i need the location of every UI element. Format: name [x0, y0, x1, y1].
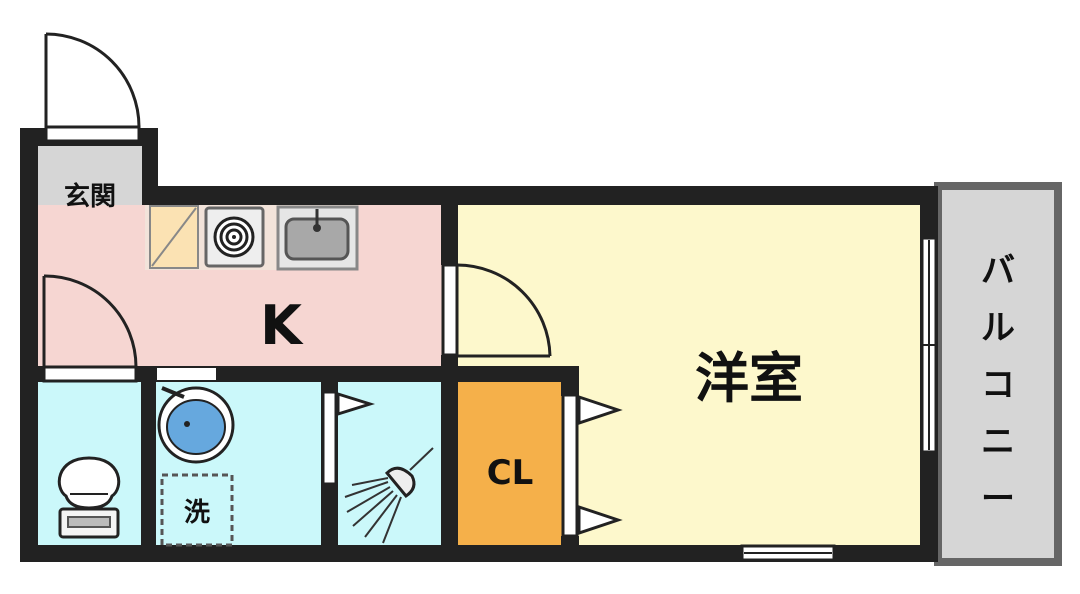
- kitchen-label: K: [260, 294, 304, 357]
- sink-icon: [276, 205, 359, 271]
- youshitsu-label: 洋室: [695, 347, 803, 410]
- washer-label: 洗: [184, 498, 210, 528]
- balcony-label: バ ル コ ニ ー: [981, 251, 1015, 519]
- balcony-floor: [938, 186, 1058, 562]
- genkan-label: 玄関: [64, 181, 116, 212]
- refrigerator-space: [149, 205, 199, 269]
- toilet-door: [42, 274, 138, 383]
- balcony-label-char-3: コ: [981, 365, 1015, 405]
- bathroom-door: [321, 390, 376, 486]
- washbasin-icon: [157, 386, 235, 464]
- toilet-icon: [57, 456, 121, 539]
- shower-icon: [344, 447, 434, 544]
- bottom-window: [740, 544, 836, 562]
- balcony-label-char-4: ニ: [981, 422, 1015, 462]
- closet-label: CL: [487, 453, 534, 493]
- closet-doors: [561, 393, 623, 538]
- stove-icon: [204, 206, 265, 268]
- closet-floor: [458, 382, 562, 545]
- interior-walls: [38, 205, 579, 545]
- balcony-label-char-2: ル: [981, 308, 1015, 348]
- balcony-label-char-1: バ: [981, 251, 1015, 291]
- balcony-window: [920, 236, 938, 454]
- washer-space: [160, 473, 234, 547]
- youshitsu-door: [441, 263, 552, 358]
- entrance-door: [44, 32, 141, 143]
- washroom-opening: [155, 366, 218, 382]
- balcony-label-char-5: ー: [981, 479, 1015, 519]
